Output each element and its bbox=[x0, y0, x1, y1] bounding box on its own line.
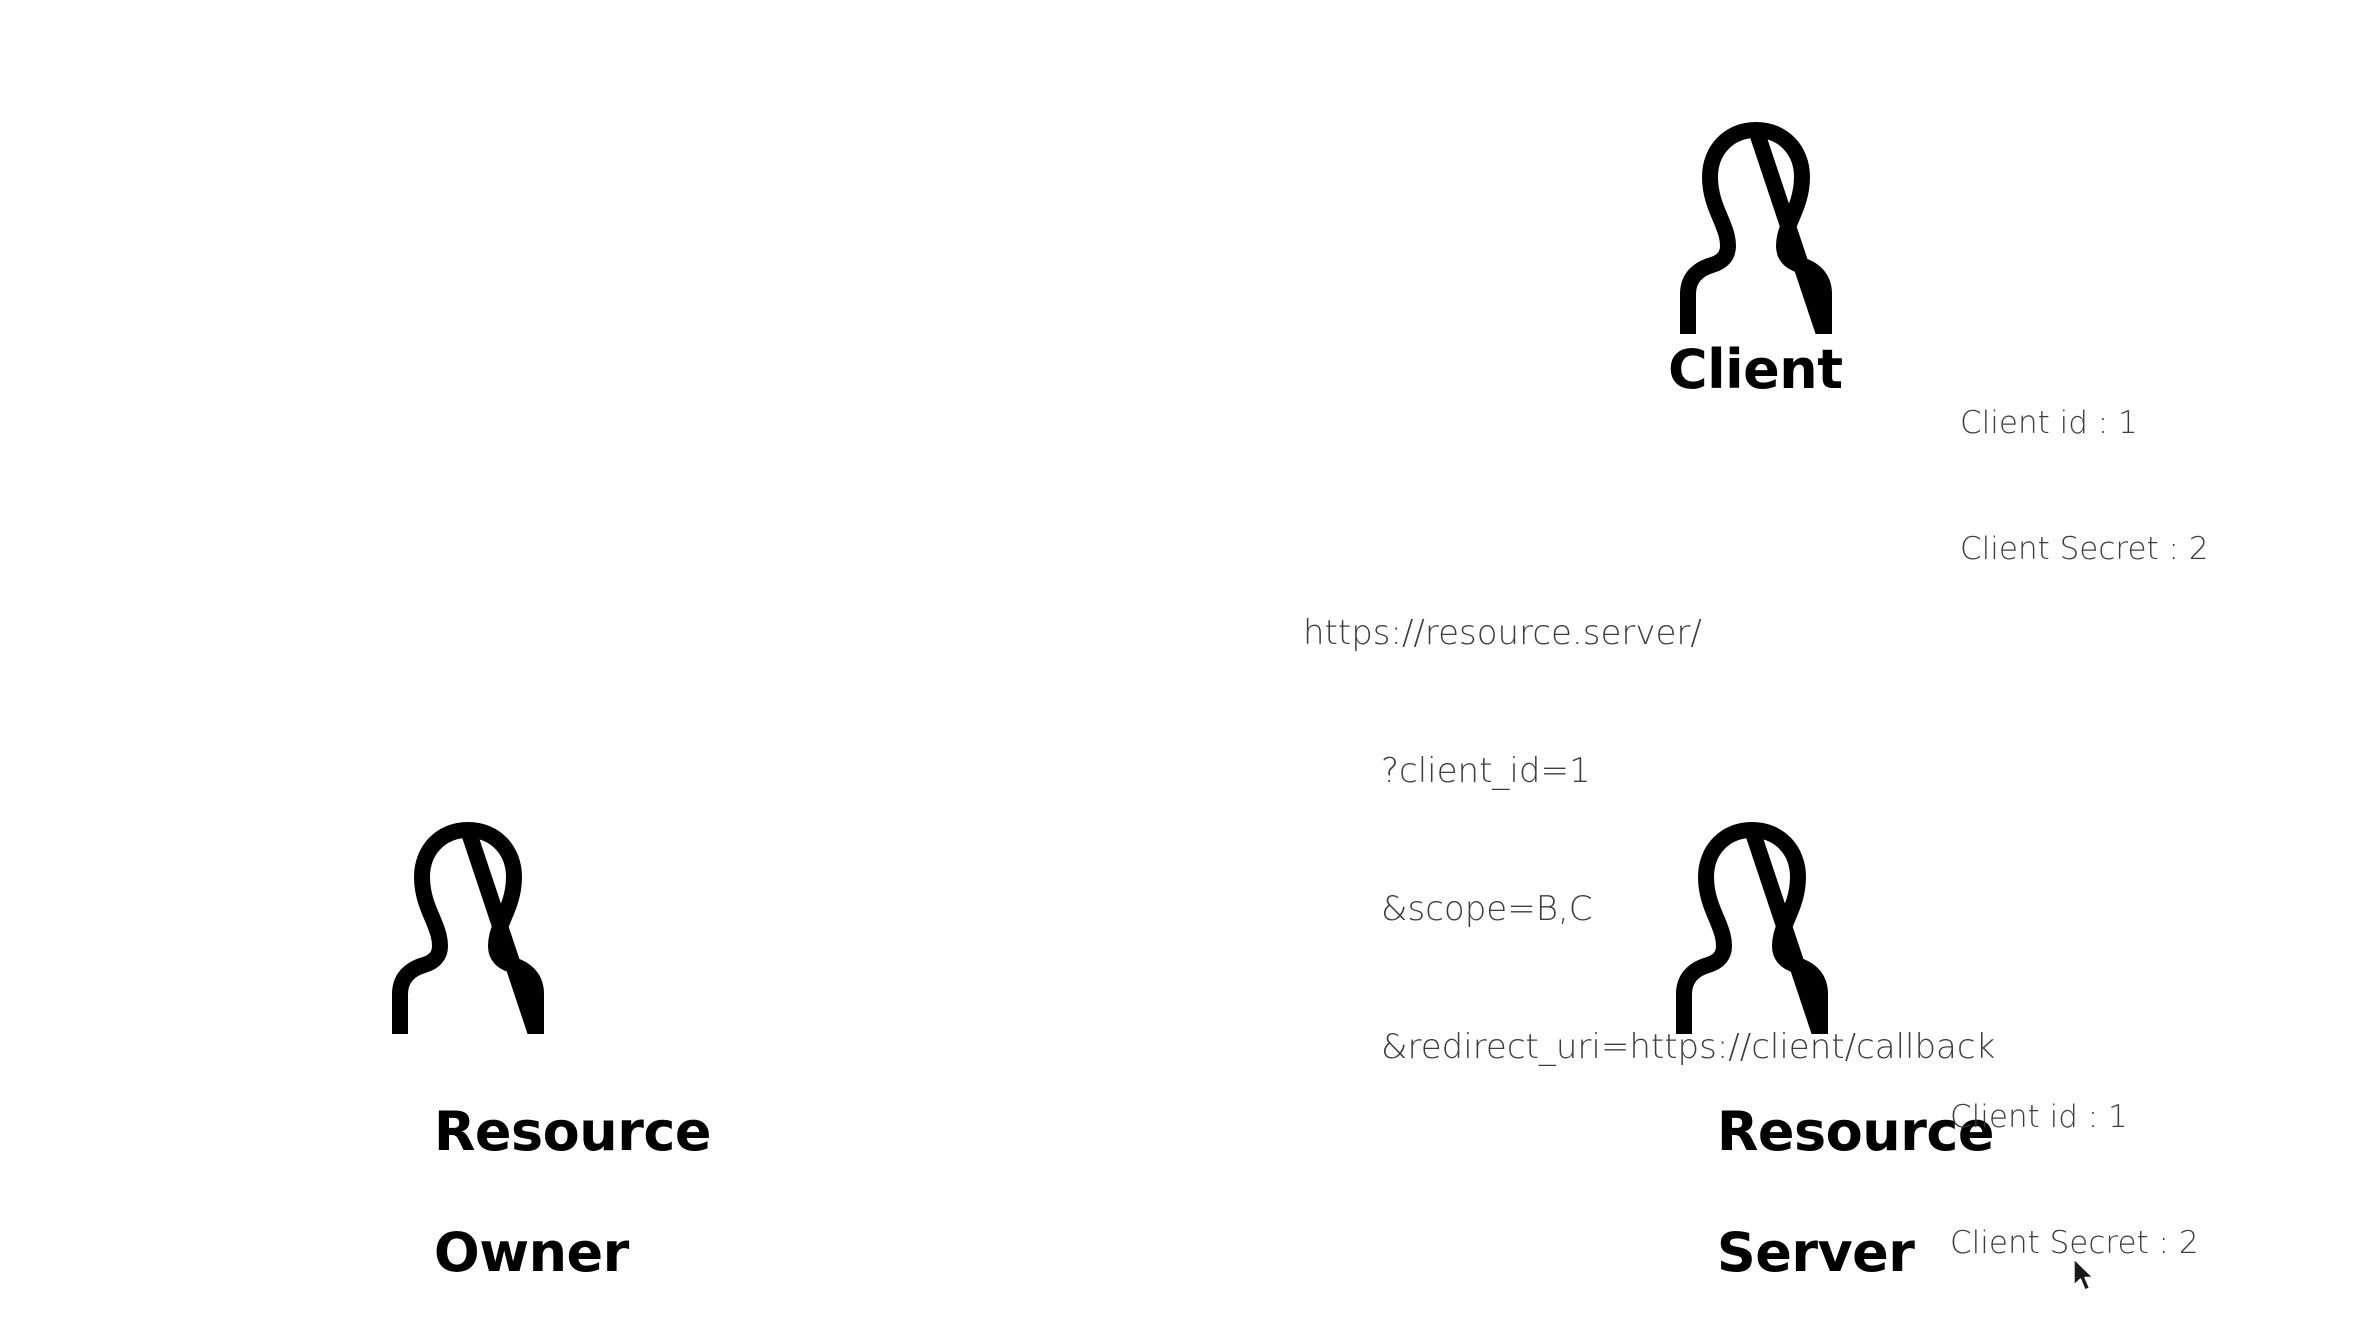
actor-resource-owner-label: Resource Owner bbox=[324, 1042, 712, 1338]
client-id-line: Client id : 1 bbox=[1960, 405, 2138, 441]
actor-resource-server-label-line1: Resource bbox=[1716, 1100, 1995, 1164]
actor-resource-server: Resource Server bbox=[1672, 822, 2002, 1338]
person-icon bbox=[388, 822, 718, 1034]
actor-client-label: Client bbox=[1668, 338, 1843, 401]
resource-server-record-block: Client id : 1 Client Secret : 2 redirect… bbox=[1950, 1012, 2294, 1338]
client-secret-line: Client Secret : 2 bbox=[1960, 531, 2209, 567]
actor-resource-owner-label-line1: Resource bbox=[433, 1100, 712, 1164]
url-base-line: https://resource.server/ bbox=[1303, 613, 1702, 653]
actor-resource-owner-label-line2: Owner bbox=[433, 1221, 630, 1285]
url-scope-param: &scope=B,C bbox=[1381, 889, 1593, 929]
person-icon bbox=[1676, 122, 1998, 334]
mouse-cursor-icon bbox=[2072, 1258, 2098, 1294]
client-credentials-block: Client id : 1 Client Secret : 2 bbox=[1960, 318, 2209, 654]
person-icon bbox=[1672, 822, 2002, 1034]
actor-resource-server-label-line2: Server bbox=[1716, 1221, 1915, 1285]
actor-client: Client bbox=[1668, 122, 1998, 400]
record-client-id-line: Client id : 1 bbox=[1950, 1099, 2128, 1135]
url-client-id-param: ?client_id=1 bbox=[1381, 751, 1591, 791]
actor-resource-server-label: Resource Server bbox=[1607, 1042, 1995, 1338]
actor-resource-owner: Resource Owner bbox=[388, 822, 718, 1338]
record-client-secret-line: Client Secret : 2 bbox=[1950, 1225, 2199, 1261]
